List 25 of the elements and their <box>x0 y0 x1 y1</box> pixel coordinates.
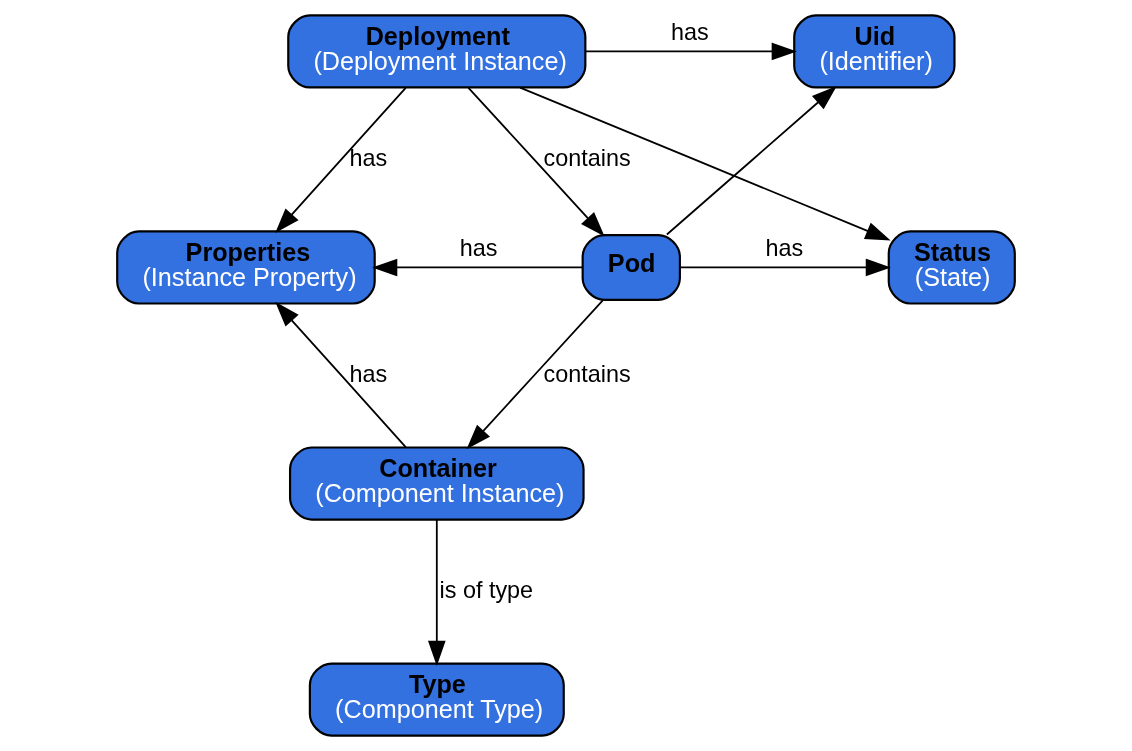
arrow <box>666 86 837 236</box>
node-box: Properties (Instance Property) <box>116 230 376 305</box>
edge-label: has <box>459 234 498 261</box>
edge-label: contains <box>543 144 631 171</box>
arrow <box>467 86 605 237</box>
edge-label: has <box>670 18 709 45</box>
arrow <box>584 42 797 61</box>
node-box: Type (Component Type) <box>308 662 565 737</box>
arrow <box>275 301 407 449</box>
edge-label: has <box>349 360 388 387</box>
edge-label: has <box>765 234 804 261</box>
edge-label: has <box>349 144 388 171</box>
node-box: Container (Component Instance) <box>289 446 585 521</box>
edge-label: contains <box>543 360 631 387</box>
arrow <box>428 519 446 666</box>
node-box: Deployment (Deployment Instance) <box>287 14 587 89</box>
arrow <box>372 258 584 277</box>
node-box: Status (State) <box>887 230 1016 305</box>
node-box: Uid (Identifier) <box>793 14 956 89</box>
arrow <box>275 86 407 234</box>
node-box: Pod <box>581 233 681 301</box>
arrow <box>466 299 604 450</box>
arrow <box>519 86 891 241</box>
edge-label: is of type <box>439 576 534 603</box>
arrow <box>679 258 891 277</box>
